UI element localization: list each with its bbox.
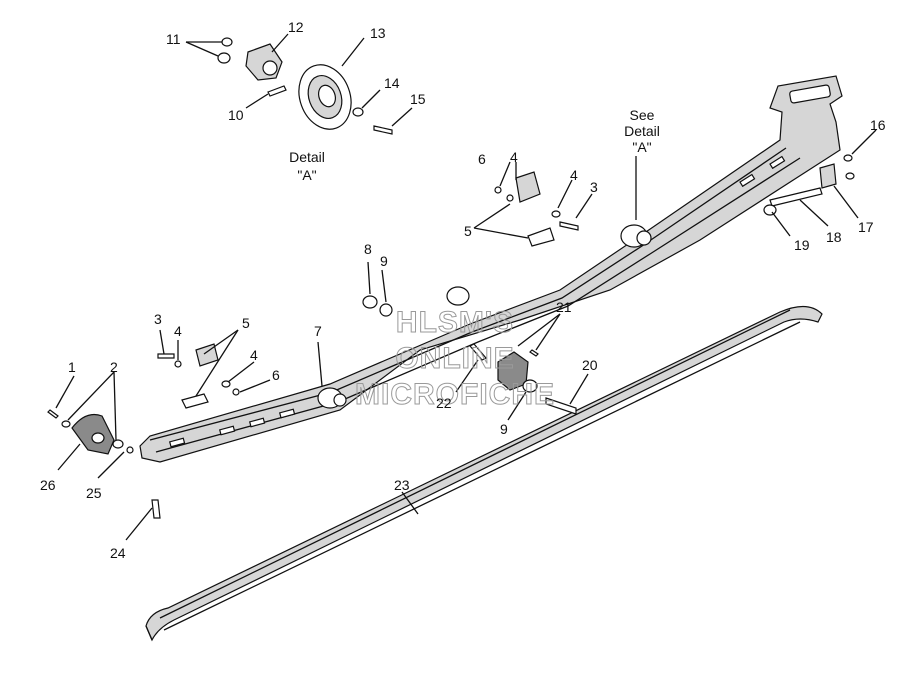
callout-20: 20: [582, 357, 598, 373]
callout-21: 21: [556, 299, 572, 315]
callout-1: 1: [68, 359, 76, 375]
callout-14: 14: [384, 75, 400, 91]
callout-4: 4: [510, 149, 518, 165]
callout-4: 4: [250, 347, 258, 363]
callout-19: 19: [794, 237, 810, 253]
svg-text:Detail: Detail: [289, 149, 325, 165]
watermark-line-3: MICROFICHE: [355, 378, 555, 411]
callout-22: 22: [436, 395, 452, 411]
svg-text:See: See: [630, 107, 655, 123]
callout-18: 18: [826, 229, 842, 245]
callout-4: 4: [174, 323, 182, 339]
wheel-blocks: [157, 171, 579, 409]
callout-5: 5: [464, 223, 472, 239]
callout-11: 11: [166, 31, 181, 47]
front-tip-hardware: [47, 409, 134, 455]
watermark-line-2: ONLINE: [395, 342, 514, 375]
leader-lines: [55, 33, 877, 541]
callout-7: 7: [314, 323, 322, 339]
callout-9: 9: [500, 421, 508, 437]
main-rail: [139, 75, 843, 463]
callout-labels: 1 2 3 3 4 4 4 4 5 5 6 6 7 8 9 9 10 11 12…: [40, 19, 886, 561]
svg-text:"A": "A": [297, 167, 316, 183]
rail-slots: [168, 155, 786, 448]
watermark-line-1: HLSM'S: [396, 306, 514, 339]
callout-23: 23: [394, 477, 410, 493]
center-hardware: [362, 295, 577, 415]
detail-a-caption: Detail "A": [289, 149, 325, 183]
callout-16: 16: [870, 117, 886, 133]
callout-13: 13: [370, 25, 386, 41]
slide-wear-strip: [145, 305, 823, 642]
svg-text:"A": "A": [632, 139, 651, 155]
callout-6: 6: [478, 151, 486, 167]
callout-24: 24: [110, 545, 126, 561]
watermark: HLSM'S ONLINE MICROFICHE: [355, 306, 555, 412]
callout-5: 5: [242, 315, 250, 331]
svg-text:Detail: Detail: [624, 123, 660, 139]
callout-2: 2: [110, 359, 118, 375]
callout-8: 8: [364, 241, 372, 257]
callout-3: 3: [154, 311, 162, 327]
callout-25: 25: [86, 485, 102, 501]
callout-15: 15: [410, 91, 426, 107]
callout-3: 3: [590, 179, 598, 195]
front-bolt: [151, 499, 161, 519]
callout-4: 4: [570, 167, 578, 183]
callout-26: 26: [40, 477, 56, 493]
callout-6: 6: [272, 367, 280, 383]
rear-hardware: [763, 154, 855, 216]
see-detail-a-caption: See Detail "A": [624, 107, 660, 155]
detail-a-wheel-assembly: [217, 37, 393, 135]
callout-10: 10: [228, 107, 244, 123]
callout-17: 17: [858, 219, 874, 235]
callout-9: 9: [380, 253, 388, 269]
callout-12: 12: [288, 19, 304, 35]
